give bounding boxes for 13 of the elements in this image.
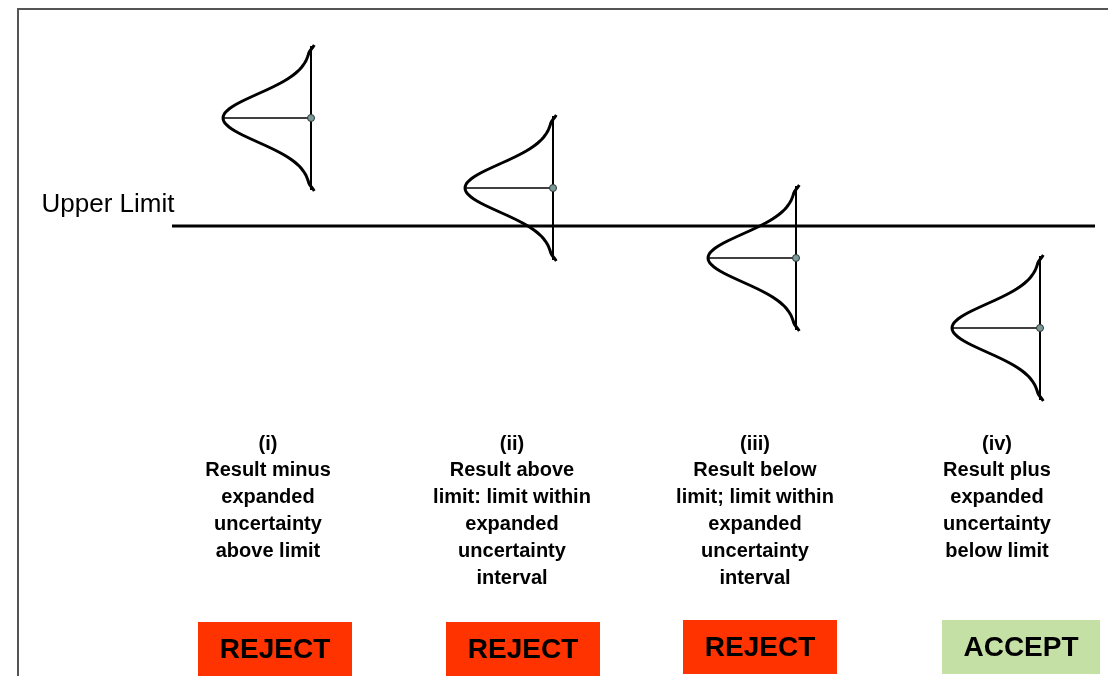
accept-badge: ACCEPT	[942, 620, 1100, 674]
case-number: (iv)	[981, 431, 1013, 456]
reject-badge: REJECT	[446, 622, 600, 676]
upper-limit-label: Upper Limit	[40, 188, 176, 218]
case-description: Result above limit: limit within expanded uncertainty interval	[432, 457, 592, 590]
case-description: Result plus expanded uncertainty below limit	[942, 457, 1052, 563]
case-number: (i)	[257, 431, 279, 456]
reject-badge: REJECT	[198, 622, 352, 676]
case-number: (ii)	[498, 431, 526, 456]
case-description: Result below limit; limit within expanded uncertainty interval	[675, 457, 835, 590]
reject-badge: REJECT	[683, 620, 837, 674]
case-description: Result minus expanded uncertainty above limit	[204, 457, 332, 563]
case-number: (iii)	[739, 431, 771, 456]
